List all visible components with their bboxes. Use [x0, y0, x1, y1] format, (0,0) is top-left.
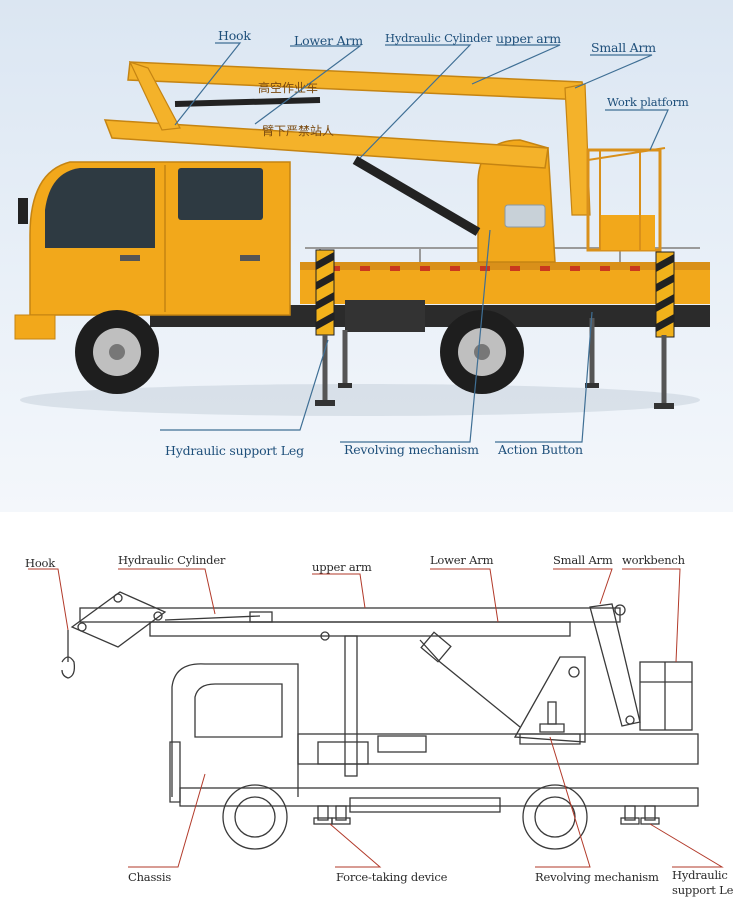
label-revolving-mechanism: Revolving mechanism	[344, 442, 479, 457]
truck-photo-illustration: 高空作业车 臂下严禁站人	[14, 42, 710, 443]
drawing-label-chassis: Chassis	[128, 870, 172, 884]
boom-text-lower: 臂下严禁站人	[262, 124, 334, 138]
drawing-label-hydraulic-support-leg-line2: support Leg	[672, 883, 733, 897]
label-work-platform: Work platform	[607, 95, 689, 109]
boom-text-upper: 高空作业车	[258, 80, 318, 95]
drawing-hook-link	[70, 591, 167, 648]
drawing-label-revolving-mechanism: Revolving mechanism	[535, 870, 659, 884]
drawing-force-taking-device	[349, 797, 501, 813]
work-platform-shape	[586, 147, 666, 252]
drawing-label-upper-arm: upper arm	[312, 560, 372, 574]
support-legs	[322, 318, 667, 405]
drawing-label-hydraulic-cylinder: Hydraulic Cylinder	[118, 553, 226, 567]
lower-arm-shape	[103, 119, 549, 169]
drawing-label-lower-arm: Lower Arm	[430, 553, 494, 567]
label-upper-arm: upper arm	[496, 31, 561, 46]
label-hydraulic-cylinder: Hydraulic Cylinder	[385, 31, 493, 45]
drawing-lift-cylinder	[419, 639, 521, 728]
drawing-label-force-taking-device: Force-taking device	[336, 870, 448, 884]
truck-line-drawing-panel: Hook Hydraulic Cylinder upper arm Lower …	[0, 512, 733, 919]
drawing-mast	[344, 635, 358, 777]
hydraulic-cylinder-shape	[352, 156, 481, 236]
drawing-lower-arm	[149, 621, 571, 637]
drawing-support-legs	[313, 805, 660, 825]
cab-windshield-window	[45, 168, 155, 248]
drawing-label-hook: Hook	[25, 556, 56, 570]
drawing-rear-wheel	[522, 784, 588, 850]
drawing-turret	[513, 656, 586, 743]
deck-stripes	[330, 266, 640, 271]
small-arm-shape	[564, 83, 591, 216]
front-bumper	[14, 314, 56, 340]
label-action-button: Action Button	[498, 442, 583, 457]
label-small-arm: Small Arm	[591, 40, 656, 55]
rear-wheel	[440, 310, 524, 394]
drawing-cab	[171, 663, 299, 797]
cab-rear-window	[178, 168, 263, 220]
drawing-label-hydraulic-support-leg-line1: Hydraulic	[672, 868, 728, 882]
toolbox	[345, 300, 425, 332]
drawing-chassis-frame	[179, 787, 699, 807]
drawing-label-workbench: workbench	[622, 553, 685, 567]
drawing-front-wheel	[222, 784, 288, 850]
drawing-leader-lines	[28, 568, 724, 868]
turret-control-panel	[504, 204, 546, 228]
drawing-bed	[297, 733, 699, 765]
truck-line-drawing	[28, 568, 724, 868]
drawing-workbench	[639, 661, 693, 731]
side-mirror	[18, 198, 28, 224]
label-hydraulic-support-leg: Hydraulic support Leg	[165, 443, 304, 458]
front-wheel	[75, 310, 159, 394]
photo-leader-lines	[160, 42, 669, 443]
drawing-hook	[61, 656, 76, 679]
label-hook: Hook	[218, 28, 251, 43]
upper-arm-shape	[127, 61, 586, 101]
drawing-label-small-arm: Small Arm	[553, 553, 613, 567]
truck-photo-panel: 高空作业车 臂下严禁站人 Hook Lower Arm Hydraulic Cy…	[0, 0, 733, 512]
label-lower-arm: Lower Arm	[294, 33, 363, 48]
